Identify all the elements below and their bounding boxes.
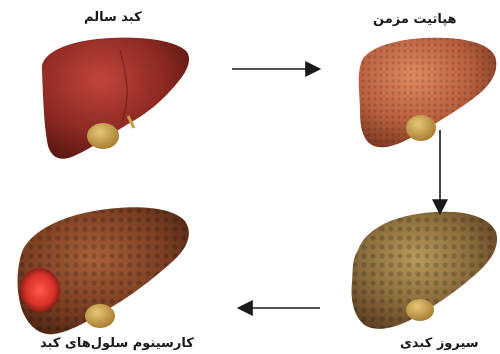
gallbladder-healthy [87,123,119,149]
carcinoma-liver-illustration [18,207,189,334]
chronic-hepatitis-liver-illustration [359,38,497,148]
gallbladder-carcinoma [85,304,115,328]
cirrhosis-liver-illustration [352,212,498,329]
healthy-liver-illustration [42,38,189,159]
gallbladder-cirrhosis [406,299,434,321]
tumor-mass [20,268,60,312]
gallbladder-hepatitis [406,115,436,141]
